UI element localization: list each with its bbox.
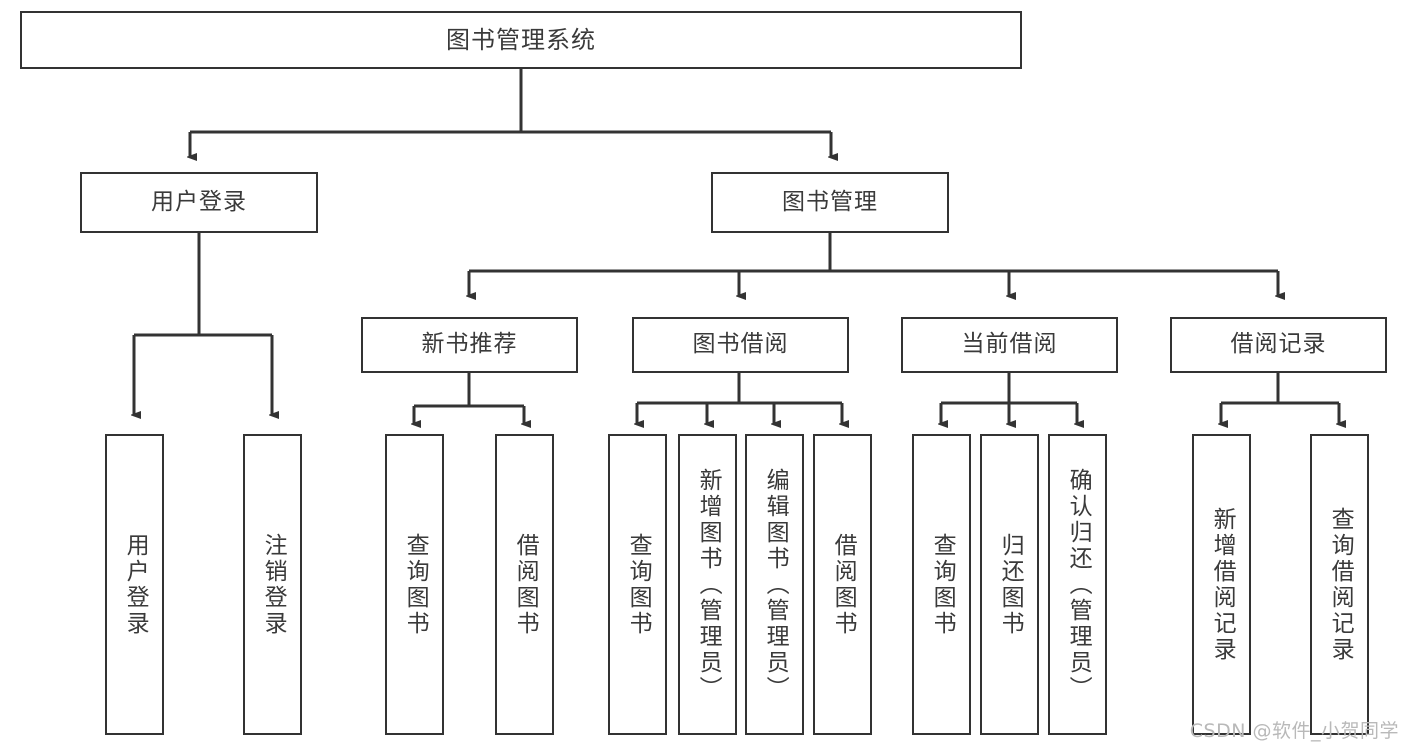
csdn-watermark: CSDN @软件_小贺同学 [1189,720,1399,742]
leaf-borrow-edit-book-admin[interactable]: 编辑图书（管理员） [745,434,804,735]
node-label: 图书管理 [782,188,878,215]
leaf-recommend-borrow-book[interactable]: 借阅图书 [495,434,554,735]
leaf-borrow-query-book[interactable]: 查询图书 [608,434,667,735]
node-user-login[interactable]: 用户登录 [80,172,318,233]
node-label: 借阅记录 [1230,331,1327,358]
node-label: 新书推荐 [421,331,518,358]
leaf-recommend-query-book[interactable]: 查询图书 [385,434,444,735]
node-label: 借阅图书 [830,532,857,637]
node-label: 查询图书 [402,532,429,637]
node-label: 查询图书 [929,532,956,637]
node-borrow-record[interactable]: 借阅记录 [1170,317,1387,373]
node-label: 确认归还（管理员） [1065,467,1092,702]
leaf-current-return-book[interactable]: 归还图书 [980,434,1039,735]
node-label: 用户登录 [151,188,247,215]
node-label: 新增图书（管理员） [695,467,722,702]
node-label: 查询图书 [625,532,652,637]
leaf-record-query-record[interactable]: 查询借阅记录 [1310,434,1369,735]
node-label: 查询借阅记录 [1327,506,1354,663]
leaf-user-login-signout[interactable]: 注销登录 [243,434,302,735]
node-label: 图书借阅 [692,331,789,358]
node-book-borrow[interactable]: 图书借阅 [632,317,849,373]
leaf-borrow-add-book-admin[interactable]: 新增图书（管理员） [678,434,737,735]
node-label: 编辑图书（管理员） [762,467,789,702]
node-new-book-recommend[interactable]: 新书推荐 [361,317,578,373]
node-label: 图书管理系统 [446,25,596,54]
leaf-current-query-book[interactable]: 查询图书 [912,434,971,735]
node-label: 注销登录 [260,532,287,637]
leaf-user-login-signin[interactable]: 用户登录 [105,434,164,735]
leaf-record-add-record[interactable]: 新增借阅记录 [1192,434,1251,735]
node-current-borrow[interactable]: 当前借阅 [901,317,1118,373]
node-label: 当前借阅 [961,331,1058,358]
leaf-current-confirm-return-admin[interactable]: 确认归还（管理员） [1048,434,1107,735]
node-label: 用户登录 [122,532,149,637]
node-book-management[interactable]: 图书管理 [711,172,949,233]
leaf-borrow-borrow-book[interactable]: 借阅图书 [813,434,872,735]
node-label: 新增借阅记录 [1209,506,1236,663]
node-label: 归还图书 [997,532,1024,637]
node-root-system[interactable]: 图书管理系统 [20,11,1022,69]
node-label: 借阅图书 [512,532,539,637]
